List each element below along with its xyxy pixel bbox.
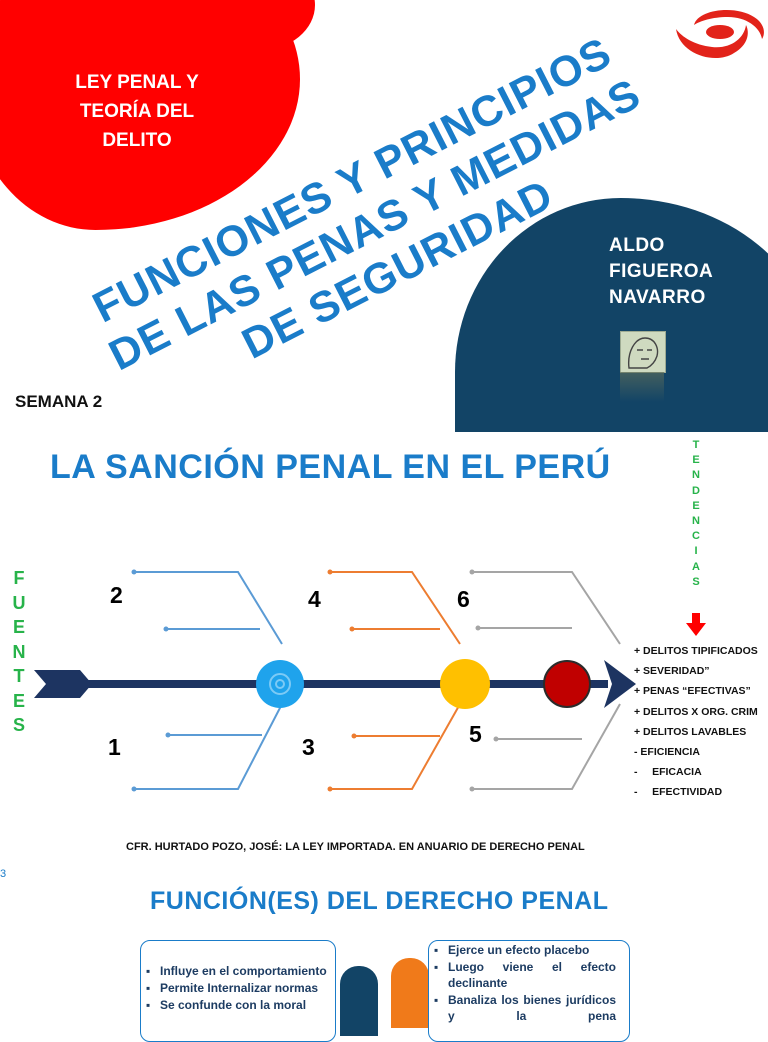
course-title-line: DELITO [102,130,172,151]
trend-item: + PENAS “EFECTIVAS” [634,685,751,698]
fuentes-letter: U [12,592,26,613]
author-name-line: FIGUEROA [609,261,714,282]
trend-item: + SEVERIDAD” [634,665,710,678]
blue-node [256,660,304,708]
slide3-title: FUNCIÓN(ES) DEL DERECHO PENAL [150,887,609,915]
cause-number-4: 4 [308,586,321,612]
fuentes-letter: S [12,715,25,735]
cause-number-1: 1 [108,734,121,760]
left-function-item: Permite Internalizar normas [146,980,346,997]
tendencias-letter: C [692,530,700,543]
upc-logo-icon [676,10,764,59]
right-function-item: Banaliza los bienes jurídicos y la pena [434,992,616,1025]
gray-bones [472,571,621,790]
left-function-list: Influye en el comportamiento Permite Int… [146,963,346,1014]
author-name: ALDO FIGUEROA NAVARRO [609,233,713,311]
fuentes-letter: N [12,641,26,662]
orange-bones [330,571,461,790]
author-name-line: NAVARRO [609,287,706,308]
red-node [543,660,591,708]
author-portrait-icon [620,331,666,373]
trend-item: + DELITOS LAVABLES [634,725,747,738]
fuentes-letter: T [13,666,25,686]
right-function-item: Luego viene el efecto declinante [434,959,616,992]
tendencias-letter: D [692,484,700,497]
course-title-line: TEORÍA DEL [79,101,195,122]
tendencias-letter: I [694,545,698,558]
cause-number-6: 6 [457,586,470,612]
yellow-node [440,659,490,709]
tendencias-letter: A [692,560,700,573]
page-number: 3 [0,868,7,880]
fuentes-letter: F [13,568,25,588]
trend-item: - EFICIENCIA [634,745,700,758]
spine-arrow [34,660,636,708]
citation: CFR. HURTADO POZO, JOSÉ: LA LEY IMPORTAD… [126,841,585,853]
tendencias-vertical-label: T E N D E N C I A S [688,438,704,590]
week-label: SEMANA 2 [15,392,103,411]
tendencias-letter: N [692,469,700,482]
cause-number-3: 3 [302,734,315,760]
cause-number-2: 2 [110,582,123,608]
tendencias-letter: E [692,454,700,467]
fuentes-letter: E [12,617,25,637]
right-function-list: Ejerce un efecto placebo Luego viene el … [434,942,616,1025]
tendencias-letter: T [692,439,700,451]
trend-item: + DELITOS X ORG. CRIM [634,705,758,718]
course-title-line: LEY PENAL Y [75,72,199,93]
right-function-item: Ejerce un efecto placebo [434,942,616,959]
tendencias-letter: N [692,515,700,528]
fishbone-diagram [34,569,706,792]
course-title: LEY PENAL Y TEORÍA DEL DELITO [62,68,212,155]
left-function-item: Se confunde con la moral [146,997,346,1014]
slide2-title: LA SANCIÓN PENAL EN EL PERÚ [50,448,611,486]
fuentes-letter: E [12,690,25,711]
left-function-item: Influye en el comportamiento [146,963,346,980]
trend-item: - EFICACIA [634,766,702,779]
gray-bone-ends [469,569,499,792]
blue-bone-ends [131,569,171,792]
tendencias-letter: S [692,575,700,588]
down-arrow-icon [686,613,706,636]
trend-list: + DELITOS TIPIFICADOS + SEVERIDAD” + PEN… [634,641,758,803]
trend-item: + DELITOS TIPIFICADOS [634,645,758,657]
fuentes-vertical-label: F U E N T E S [8,566,30,738]
trend-item: - EFECTIVIDAD [634,786,723,799]
blue-bones [134,571,283,790]
author-portrait-reflection [620,372,664,402]
slide-cover: LEY PENAL Y TEORÍA DEL DELITO FUNCIONES … [0,0,768,432]
tendencias-letter: E [692,499,700,512]
orange-decorative-bar [391,958,429,1028]
author-name-line: ALDO [609,235,665,256]
cause-number-5: 5 [469,721,482,747]
orange-bone-ends [327,569,357,792]
